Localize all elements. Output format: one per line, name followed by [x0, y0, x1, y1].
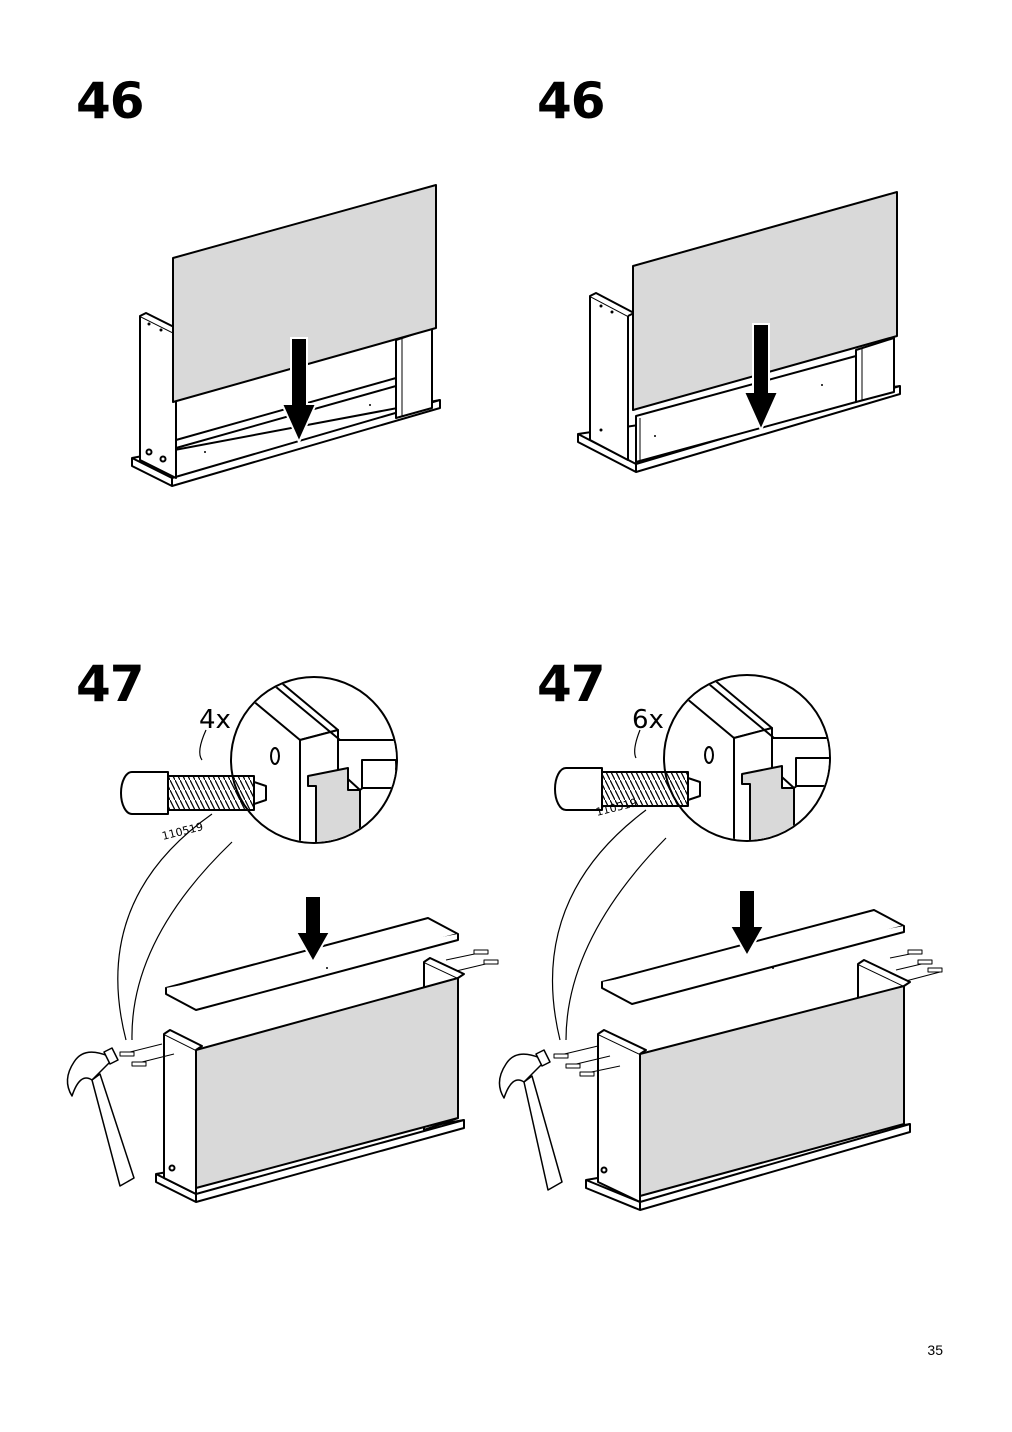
step-46-left-illustration: [131, 184, 441, 487]
step-number-47-left: 47: [76, 655, 145, 713]
down-arrow-icon: [728, 889, 766, 959]
step-number-46-right: 46: [537, 72, 606, 130]
down-arrow-icon: [294, 895, 332, 965]
step-47-left-illustration: [117, 676, 499, 1203]
quantity-label: 6x: [632, 705, 664, 735]
part-number-label: 110519: [161, 820, 205, 843]
step-number-47-right: 47: [537, 655, 606, 713]
down-arrow-icon: [280, 337, 318, 445]
quantity-label: 4x: [199, 705, 231, 735]
down-arrow-icon: [742, 323, 780, 433]
step-46-right-illustration: [577, 191, 901, 473]
step-47-right-illustration: [551, 674, 943, 1211]
page-number: 35: [927, 1342, 943, 1358]
hammer-icon: [66, 1047, 135, 1187]
step-number-46-left: 46: [76, 72, 145, 130]
dowel-thread: [601, 771, 689, 807]
dowel-thread: [167, 775, 255, 811]
hammer-icon: [498, 1049, 563, 1191]
